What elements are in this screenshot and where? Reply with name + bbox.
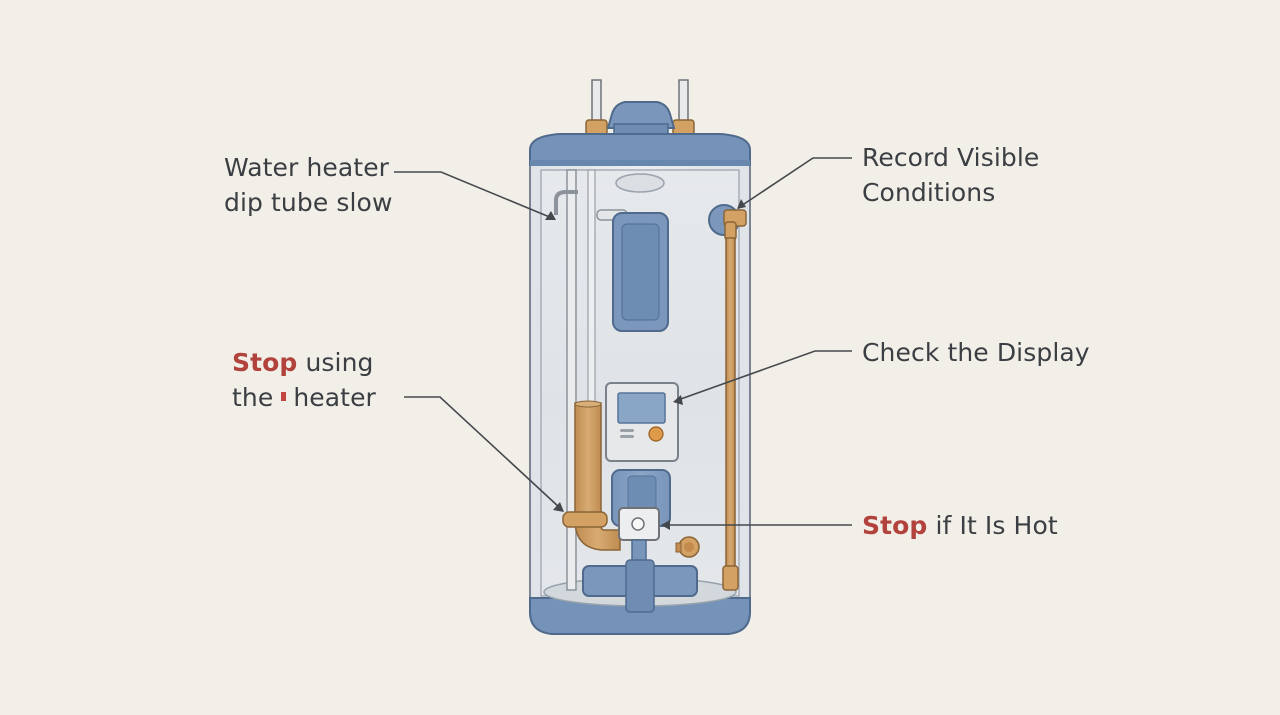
callout-stop-hot-line: Stop if It Is Hot [862,508,1058,543]
callout-stop-hot-rest: if It Is Hot [927,511,1058,540]
callout-stop-using-rest: using [297,348,374,377]
red-bullet-mark [281,392,287,401]
lower-valve-assembly [582,469,698,613]
leader-dip-tube [394,171,553,219]
callout-dip-tube-line2: dip tube slow [224,188,393,217]
upper-access-panel [612,212,669,332]
arrowhead-dip-tube [545,211,556,220]
drain-valve [675,536,700,558]
supply-pipes [585,79,695,136]
callout-record-line1: Record Visible [862,143,1040,172]
vent-cap [606,101,676,137]
callout-stop-using-line1: Stop using [232,345,376,380]
stop-warning-word: Stop [862,511,928,540]
callout-stop-if-hot: Stop if It Is Hot [862,508,1058,543]
arrowhead-display [673,395,683,405]
callout-display-text: Check the Display [862,338,1090,367]
leader-lines [394,157,852,526]
callout-stop-using-the: the [232,383,274,412]
callout-dip-tube-line1: Water heater [224,153,390,182]
tp-relief-valve [708,204,747,591]
callout-check-display: Check the Display [862,335,1090,370]
arrowhead-stop-hot [661,520,670,530]
callout-stop-using-line2: the heater [232,380,376,415]
leader-display [677,350,852,401]
callout-stop-using-heater: heater [293,383,376,412]
callout-record-conditions: Record Visible Conditions [862,140,1039,210]
callout-stop-using: Stop using the heater [232,345,376,415]
callout-record-line2: Conditions [862,178,996,207]
callout-dip-tube: Water heater dip tube slow [224,150,393,220]
arrowhead-record [737,199,746,209]
control-display-unit [605,382,679,462]
leader-record [740,157,852,207]
arrowhead-stop-using [553,502,564,512]
stop-warning-word: Stop [232,348,298,377]
sediment-tube [562,400,621,551]
leader-arrowheads [545,199,746,530]
leader-stop-using [404,396,561,509]
